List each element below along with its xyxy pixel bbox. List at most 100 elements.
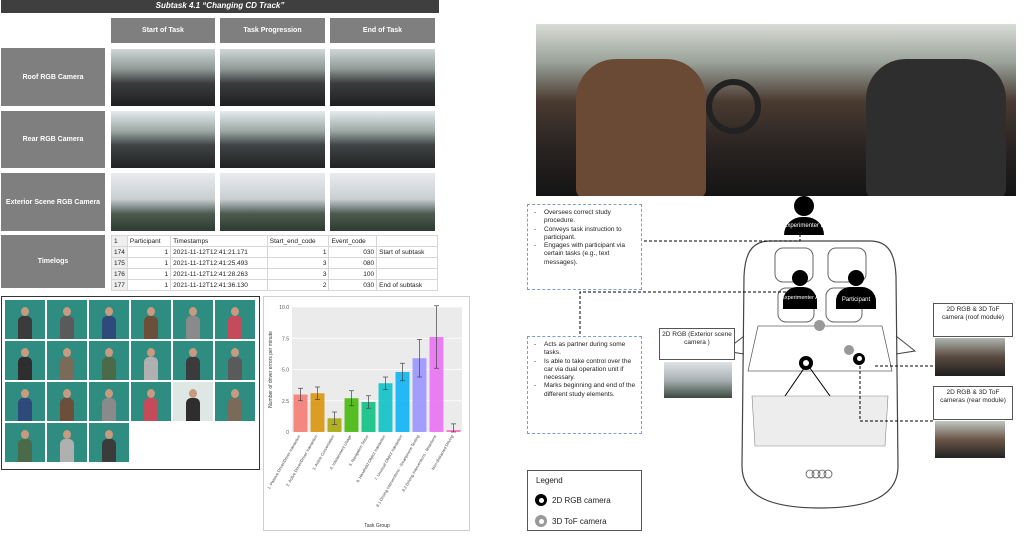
participant-photo — [215, 382, 255, 421]
exterior-camera-progression-image — [220, 173, 325, 231]
participant-icon: Participant — [832, 270, 880, 314]
bar — [361, 402, 376, 432]
timelog-cell: 176 — [111, 268, 128, 280]
timelog-cell — [376, 268, 438, 280]
person-head — [63, 430, 71, 440]
participant-photo — [47, 382, 87, 421]
participant-photo — [215, 300, 255, 339]
person-body — [18, 439, 32, 462]
row-label-exterior-camera: Exterior Scene RGB Camera — [1, 173, 105, 231]
experimenter-a-label: Experimenter A — [781, 295, 819, 301]
note-item: Conveys task instruction to participant. — [534, 226, 636, 243]
note-item: Engages with participant via certain tas… — [534, 242, 636, 267]
exterior-camera-end-image — [330, 173, 435, 231]
timelog-cell: 2021-11-12T12:41:21.171 — [170, 246, 268, 258]
person-head — [21, 430, 29, 440]
person-head — [189, 348, 197, 358]
timelog-cell: 1 — [126, 246, 172, 258]
timelog-cell: 080 — [328, 257, 378, 269]
timelog-cell: 030 — [328, 246, 378, 258]
person-body — [186, 398, 200, 421]
tof-camera-icon — [535, 515, 547, 527]
roof-camera-label: 2D RGB & 3D ToF camera (roof module) — [933, 303, 1013, 337]
participant-photo — [5, 300, 45, 339]
camera-lens — [538, 518, 544, 524]
person-head — [105, 348, 113, 358]
timelog-header-row: 1 Participant Timestamps Start_end_code … — [111, 235, 438, 247]
row-label-roof-camera: Roof RGB Camera — [1, 48, 105, 106]
person-body — [18, 398, 32, 421]
legend-title: Legend — [536, 476, 563, 485]
y-tick-label: 0 — [286, 430, 289, 436]
timelog-cell: Timestamps — [170, 235, 268, 247]
y-tick-label: 5.0 — [282, 368, 289, 374]
y-tick-label: 10.0 — [279, 305, 289, 311]
person-head — [231, 389, 239, 399]
participant-photo — [173, 300, 213, 339]
participants-photo-grid — [1, 296, 260, 470]
experimenter-b-label: Experimenter B — [783, 223, 825, 229]
x-tick-label: 1. Passive Driver/Driver Interaction — [266, 434, 301, 490]
timelog-cell: 030 — [328, 279, 378, 291]
timelog-cell: 1 — [126, 279, 172, 291]
participant-photo — [5, 423, 45, 462]
column-header-end: End of Task — [330, 18, 435, 43]
camera-lens — [856, 356, 862, 361]
person-body — [60, 398, 74, 421]
timelog-cell: 177 — [111, 279, 128, 291]
person-body — [228, 357, 242, 380]
timelog-cell: 175 — [111, 257, 128, 269]
timelog-row: 176 1 2021-11-12T12:41:28.263 3 100 — [111, 268, 438, 280]
front-seat-right — [866, 59, 1006, 196]
bar — [412, 358, 427, 432]
timelog-cell — [376, 257, 438, 269]
y-tick-label: 7.5 — [282, 336, 289, 342]
timelog-row: 174 1 2021-11-12T12:41:21.171 1 030 Star… — [111, 246, 438, 258]
timelog-cell: End of subtask — [376, 279, 438, 291]
timelog-cell: 1 — [126, 257, 172, 269]
note-item: Acts as partner during some tasks. — [534, 341, 636, 358]
participant-photo — [5, 382, 45, 421]
x-tick-label: 8.2 Driving Interventions - Reactions — [401, 434, 438, 492]
front-seat-left — [576, 59, 706, 196]
person-body — [18, 316, 32, 339]
person-head — [231, 348, 239, 358]
person-head — [21, 389, 29, 399]
participant-photo — [47, 423, 87, 462]
bar — [293, 394, 308, 432]
person-head — [105, 430, 113, 440]
person-head — [63, 389, 71, 399]
timelog-cell: 1 — [111, 235, 128, 247]
column-header-start: Start of Task — [111, 18, 215, 43]
person-body — [18, 357, 32, 380]
rear-camera-preview — [935, 421, 1005, 458]
rear-camera-start-image — [111, 111, 215, 168]
timelog-cell: Participant — [126, 235, 172, 247]
person-body — [102, 398, 116, 421]
car-windshield — [747, 325, 893, 372]
participant-photo — [173, 382, 213, 421]
timelog-cell: 2021-11-12T12:41:36.130 — [170, 279, 268, 291]
timelog-row: 175 1 2021-11-12T12:41:25.493 3 080 — [111, 257, 438, 269]
timelog-row: 177 1 2021-11-12T12:41:36.130 2 030 End … — [111, 279, 438, 291]
head-shape — [792, 270, 808, 286]
bar — [395, 372, 410, 432]
timelog-cell: 2021-11-12T12:41:25.493 — [170, 257, 268, 269]
roof-camera-preview — [935, 338, 1005, 376]
note-item: Marks beginning and end of the different… — [534, 382, 636, 399]
exterior-camera-start-image — [111, 173, 215, 231]
exterior-camera-preview — [664, 362, 732, 398]
legend: Legend 2D RGB camera 3D ToF camera — [527, 470, 642, 531]
camera-lens — [538, 497, 544, 503]
participant-photo — [47, 341, 87, 380]
chart-svg: 02.55.07.510.01. Passive Driver/Driver I… — [266, 305, 462, 529]
car-interior-photo — [536, 24, 1016, 196]
car-mirror-right — [895, 335, 917, 355]
person-body — [228, 398, 242, 421]
audi-rings — [805, 469, 833, 479]
bar — [310, 393, 325, 432]
person-head — [231, 307, 239, 317]
rear-camera-label: 2D RGB & 3D ToF cameras (rear module) — [933, 386, 1013, 420]
note-item: Is able to take control over the car via… — [534, 358, 636, 383]
